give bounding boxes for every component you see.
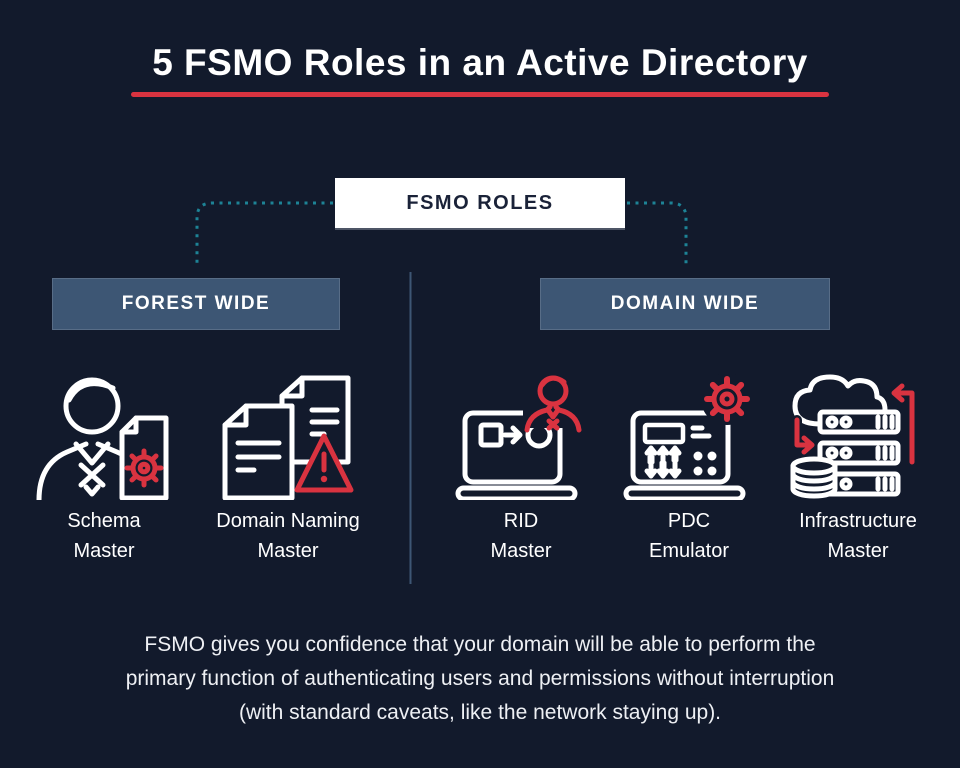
documents-warning-icon [222,375,354,500]
domain-wide-label: DOMAIN WIDE [610,293,760,314]
person-document-gear-icon [36,377,169,500]
footer-paragraph: FSMO gives you confidence that your doma… [0,628,960,730]
footer-line-1: FSMO gives you confidence that your doma… [144,633,816,656]
schema-master-label: Schema Master [67,510,141,562]
connector-left [195,201,333,268]
footer-line-3: (with standard caveats, like the network… [238,701,722,724]
pdc-emulator-label: PDC Emulator [648,510,730,562]
infrastructure-master-icon [788,372,928,500]
domain-wide-node: DOMAIN WIDE [540,278,830,330]
fsmo-roles-node: FSMO ROLES [335,178,625,228]
forest-wide-node: FOREST WIDE [52,278,340,330]
footer-line-2: primary function of authenticating users… [125,667,835,690]
schema-master-icon [34,372,174,500]
pdc-emulator-icon [619,372,759,500]
domain-naming-master-label: Domain Naming Master [216,510,360,562]
laptop-id-transfer-user-icon [455,372,591,500]
cloud-servers-sync-icon [790,374,917,499]
infrastructure-master-label: Infrastructure Master [799,510,917,562]
domain-naming-master-icon [218,372,358,500]
page-title: 5 FSMO Roles in an Active Directory [152,42,808,83]
rid-master-icon [451,372,591,500]
laptop-controls-gear-icon [623,373,753,500]
forest-wide-label: FOREST WIDE [121,293,271,314]
fsmo-roles-label: FSMO ROLES [406,191,554,214]
rid-master-label: RID Master [490,510,552,562]
connector-right [627,201,688,268]
title-underline-accent [131,92,829,97]
